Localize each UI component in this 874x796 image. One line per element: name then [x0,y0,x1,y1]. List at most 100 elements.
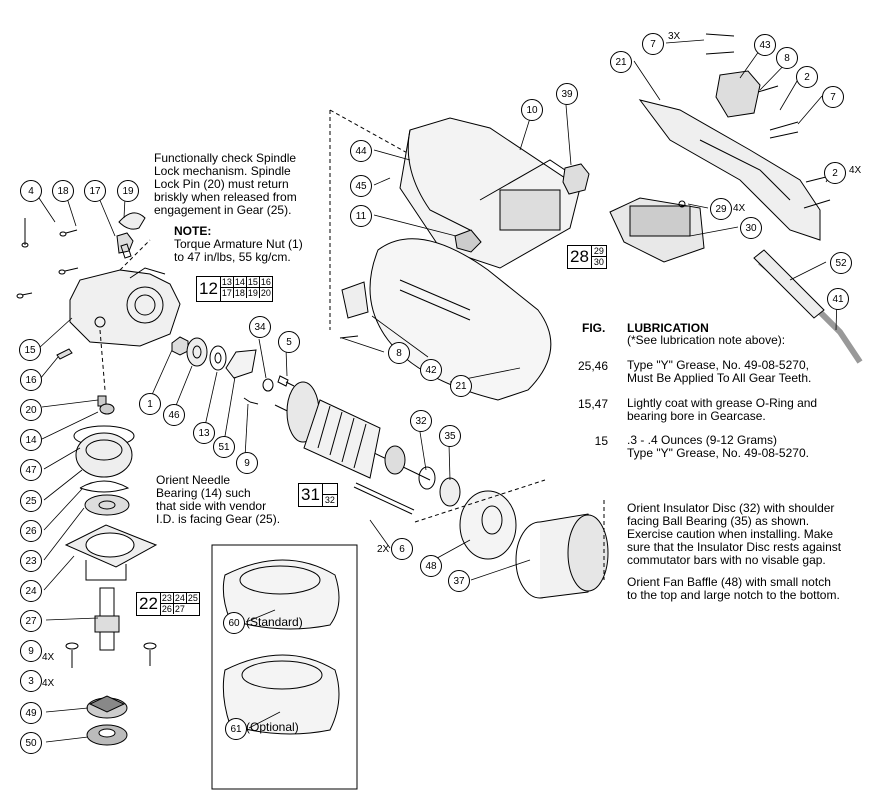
callout-10: 10 [521,99,543,121]
group-number: 22 [137,593,161,615]
insulator-note: Orient Insulator Disc (32) with shoulder… [627,501,842,567]
qty-label-29: 4X [733,203,746,214]
callout-9: 9 [20,640,42,662]
callout-9: 9 [236,452,258,474]
group-item [322,484,337,495]
qty-label-9: 4X [42,652,55,663]
callout-51: 51 [213,436,235,458]
callout-8: 8 [388,342,410,364]
callout-47: 47 [20,459,42,481]
group-item: 27 [174,604,185,614]
callout-14: 14 [20,429,42,451]
lubrication-row-text: Type "Y" Grease, No. 49-08-5270, Must Be… [627,358,812,385]
lubrication-title: LUBRICATION [627,321,709,335]
group-item: 32 [324,495,335,505]
group-item: 23 [161,593,174,603]
callout-37: 37 [448,570,470,592]
spindle-lock-note: Functionally check Spindle Lock mechanis… [154,151,297,217]
switch-part-30 [609,197,705,263]
group-item: 19 [247,288,260,298]
callout-27: 27 [20,610,42,632]
group-item: 25 [187,593,198,603]
note-label: NOTE: [174,224,212,238]
group-item: 15 [247,277,260,287]
callout-4: 4 [20,180,42,202]
callout-13: 13 [193,422,215,444]
callout-39: 39 [556,83,578,105]
group-item: 30 [593,257,604,267]
callout-8: 8 [776,47,798,69]
callout-19: 19 [117,180,139,202]
guard-optional-part-61 [222,654,340,735]
callout-7: 7 [822,86,844,108]
group-item: 17 [221,288,234,298]
group-item: 26 [161,604,174,614]
lubrication-row-figs: 25,46 [577,359,608,373]
group-item: 16 [260,277,271,287]
callout-20: 20 [20,399,42,421]
callout-5: 5 [278,331,300,353]
screw-part-4 [16,218,79,299]
qty-label-7: 3X [668,31,681,42]
callout-32: 32 [410,410,432,432]
group-box-31: 31 32 [298,483,338,507]
callout-49: 49 [20,702,42,724]
callout-23: 23 [20,550,42,572]
orient-needle-note: Orient Needle Bearing (14) such that sid… [156,473,281,526]
bearing-plate-part-24 [64,524,158,581]
callout-25: 25 [20,490,42,512]
callout-45: 45 [350,175,372,197]
lubrication-fig-header: FIG. [582,321,606,335]
callout-46: 46 [163,404,185,426]
callout-34: 34 [249,316,271,338]
callout-48: 48 [420,555,442,577]
callout-52: 52 [830,252,852,274]
guard-standard-part-60 [222,559,340,630]
cord-part-41 [753,249,863,364]
group-box-22: 22 23 24 25 26 27 [136,592,200,616]
gearcase-part-15 [69,267,181,347]
callout-1: 1 [139,393,161,415]
callout-29: 29 [710,198,732,220]
group-item: 24 [174,593,187,603]
group-item: 13 [221,277,234,287]
callout-50: 50 [20,732,42,754]
group-number: 12 [197,277,221,301]
callout-3: 3 [20,670,42,692]
gear-part-25 [73,425,135,478]
callout-35: 35 [439,425,461,447]
armature-part-31 [274,381,431,481]
torque-note: Torque Armature Nut (1) to 47 in/lbs, 55… [174,237,303,264]
group-box-12: 12 13 14 15 16 17 18 19 20 [196,276,273,302]
group-item: 18 [234,288,247,298]
handle-housing-part-21 [341,238,552,401]
lubrication-row-figs: 15 [594,434,608,448]
callout-21: 21 [610,51,632,73]
field-part-37 [515,513,609,599]
lubrication-row-text: .3 - .4 Ounces (9-12 Grams) Type "Y" Gre… [627,433,809,460]
fan-baffle-note: Orient Fan Baffle (48) with small notch … [627,575,840,602]
group-item: 29 [591,246,606,257]
callout-15: 15 [19,339,41,361]
spindle-part-27 [94,587,120,651]
callout-41: 41 [827,288,849,310]
callout-26: 26 [20,520,42,542]
callout-18: 18 [52,180,74,202]
callout-11: 11 [350,205,372,227]
callout-60: 60 [223,612,245,634]
callout-44: 44 [350,140,372,162]
callout-42: 42 [420,359,442,381]
callout-43: 43 [754,34,776,56]
callout-61: 61 [225,718,247,740]
group-number: 28 [568,246,592,268]
lubrication-subtitle: (*See lubrication note above): [627,333,786,347]
lubrication-row-text: Lightly coat with grease O-Ring and bear… [627,396,818,423]
group-item: 14 [234,277,247,287]
group-box-28: 28 29 30 [567,245,607,269]
callout-24: 24 [20,580,42,602]
qty-label-3: 4X [42,678,55,689]
callout-7: 7 [642,33,664,55]
group-number: 31 [299,484,323,506]
